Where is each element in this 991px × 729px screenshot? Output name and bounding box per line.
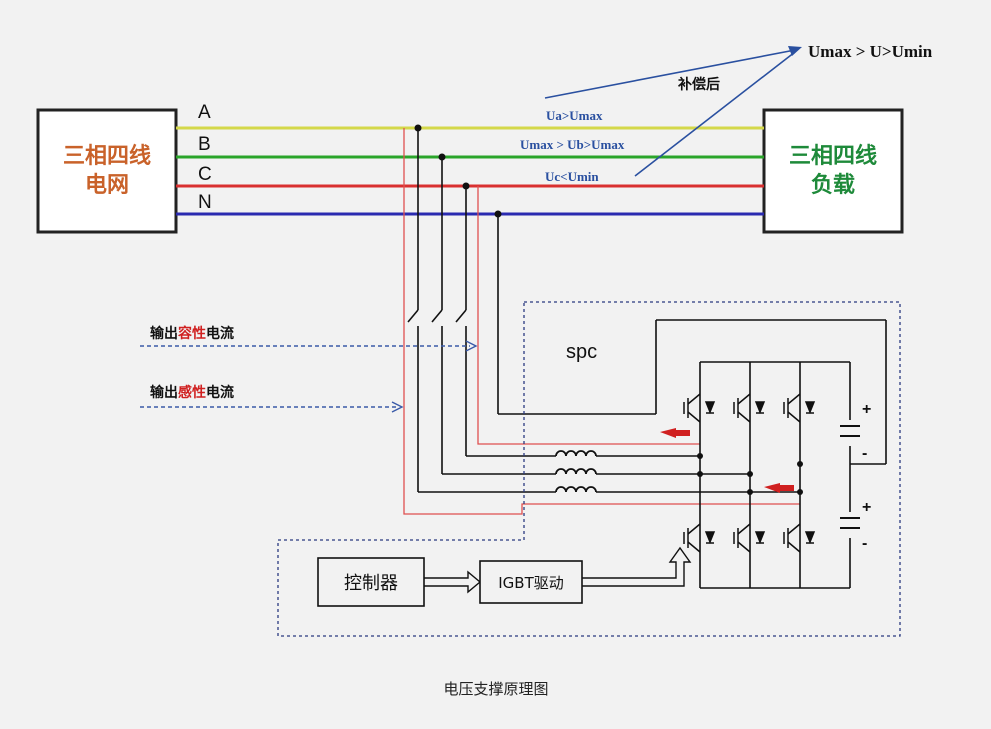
phase-label-a: A (198, 102, 211, 123)
dc-plus-top: + (862, 401, 871, 418)
phase-label-n: N (198, 192, 212, 213)
dc-capacitors (838, 420, 862, 538)
result-condition: Umax > U>Umin (808, 42, 933, 61)
annotation-ub: Umax > Ub>Umax (520, 137, 625, 152)
capacitive-arrow-head (465, 340, 478, 352)
after-compensation-label: 补偿后 (677, 76, 720, 93)
dc-minus-top: - (862, 445, 867, 462)
inductor-coils (555, 450, 597, 493)
annotation-uc: Uc<Umin (545, 169, 599, 184)
driver-label: IGBT驱动 (498, 574, 564, 592)
annotation-ua: Ua>Umax (546, 108, 603, 123)
hollow-arrow-driver-to-bridge (582, 546, 692, 587)
phase-label-b: B (198, 134, 211, 155)
hollow-arrow-controller-to-driver (424, 570, 482, 594)
inductive-arrow-head (391, 401, 404, 413)
dc-minus-bottom: - (862, 535, 867, 552)
igbt-switches (683, 393, 816, 553)
grid-box-line1: 三相四线 (63, 143, 151, 169)
capacitive-current-label: 输出容性电流 (150, 325, 234, 342)
phase-label-c: C (198, 164, 212, 185)
inverter-bridge (699, 361, 886, 589)
dc-plus-bottom: + (862, 499, 871, 516)
igbt-driver-block: IGBT驱动 (479, 560, 583, 604)
current-flow-paths (403, 128, 800, 515)
inductor-feeds (418, 455, 556, 493)
grid-box-line2: 电网 (85, 173, 129, 198)
flow-arrows (660, 428, 794, 493)
controller-block: 控制器 (317, 557, 425, 607)
grid-box: 三相四线 电网 (36, 108, 178, 234)
spc-dashed-boundary (277, 301, 901, 637)
diagram-caption: 电压支撑原理图 (443, 680, 548, 698)
spc-label: spc (566, 341, 597, 363)
controller-label: 控制器 (344, 573, 398, 594)
compensation-arrows (544, 46, 802, 177)
breaker-switches (407, 309, 467, 492)
inductive-current-label: 输出感性电流 (150, 384, 234, 401)
load-box-line1: 三相四线 (789, 143, 877, 169)
load-box-line2: 负载 (811, 172, 855, 198)
load-box: 三相四线 负载 (762, 108, 904, 234)
